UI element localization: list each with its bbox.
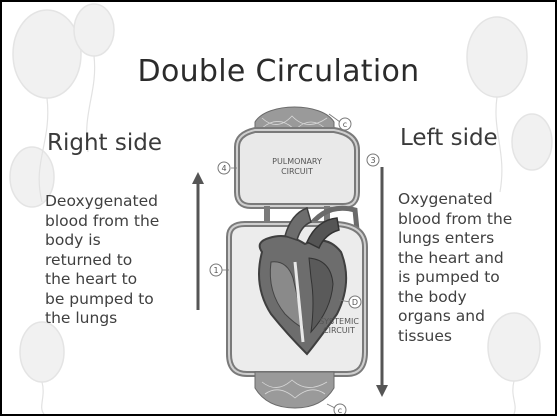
left-side-description: Oxygenated blood from the lungs enters t… bbox=[398, 190, 512, 346]
systemic-label-line1: SYSTEMIC bbox=[319, 317, 359, 326]
marker-3: 3 bbox=[367, 154, 379, 166]
left-side-line: Oxygenated bbox=[398, 190, 512, 210]
right-side-line: be pumped to bbox=[45, 290, 159, 310]
marker-c-bottom: c bbox=[327, 404, 346, 414]
up-arrow-icon bbox=[190, 172, 206, 312]
svg-text:1: 1 bbox=[213, 266, 218, 275]
left-side-line: blood from the bbox=[398, 210, 512, 230]
left-side-heading: Left side bbox=[400, 125, 498, 151]
pulmonary-label-line1: PULMONARY bbox=[272, 157, 322, 166]
svg-text:3: 3 bbox=[370, 156, 375, 165]
slide-title: Double Circulation bbox=[2, 54, 555, 89]
right-side-line: the heart to bbox=[45, 270, 159, 290]
left-side-line: organs and bbox=[398, 307, 512, 327]
systemic-label-line2: CIRCUIT bbox=[323, 326, 355, 335]
left-side-line: tissues bbox=[398, 327, 512, 347]
circulation-diagram: PULMONARY CIRCUIT SYSTEMIC CIRCUIT bbox=[207, 102, 382, 414]
right-side-description: Deoxygenated blood from the body is retu… bbox=[45, 192, 159, 329]
pulmonary-label-line2: CIRCUIT bbox=[281, 167, 313, 176]
right-side-line: the lungs bbox=[45, 309, 159, 329]
right-side-line: blood from the bbox=[45, 212, 159, 232]
right-side-line: returned to bbox=[45, 251, 159, 271]
svg-text:4: 4 bbox=[221, 164, 226, 173]
left-side-line: lungs enters bbox=[398, 229, 512, 249]
svg-text:c: c bbox=[343, 120, 347, 129]
svg-text:c: c bbox=[338, 406, 342, 414]
left-side-line: the heart and bbox=[398, 249, 512, 269]
left-side-line: the body bbox=[398, 288, 512, 308]
left-side-line: is pumped to bbox=[398, 268, 512, 288]
svg-text:D: D bbox=[352, 298, 358, 307]
right-side-line: body is bbox=[45, 231, 159, 251]
right-side-line: Deoxygenated bbox=[45, 192, 159, 212]
right-side-heading: Right side bbox=[47, 130, 162, 156]
body-capillaries bbox=[255, 372, 334, 408]
